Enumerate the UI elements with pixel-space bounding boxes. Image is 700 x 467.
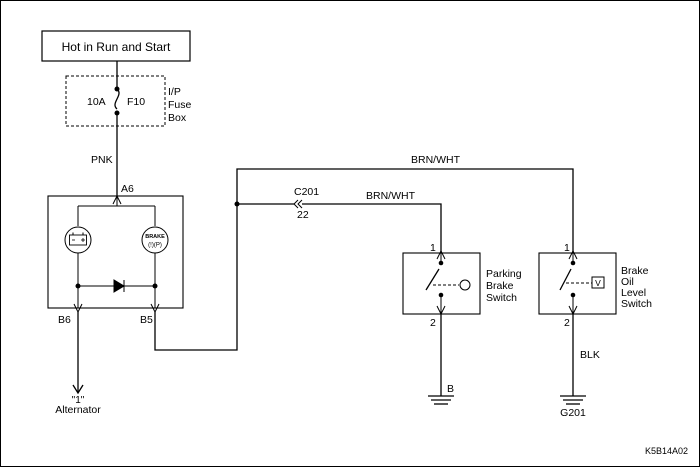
parking-run-wire-color: BRN/WHT bbox=[366, 190, 416, 202]
oil-switch-pin-top: 1 bbox=[564, 242, 570, 254]
fuse-box-label-line2: Fuse bbox=[168, 99, 192, 111]
fuse-rating: 10A bbox=[87, 96, 106, 108]
parking-switch-ground: B bbox=[428, 314, 454, 405]
power-source-label: Hot in Run and Start bbox=[62, 40, 171, 54]
oil-sensor-mark: V bbox=[595, 278, 601, 288]
parking-switch-plunger-icon bbox=[459, 279, 471, 291]
brake-lamp-symbol: (!)(P) bbox=[148, 243, 162, 249]
fuse-box-outline bbox=[65, 75, 166, 127]
fuse-box-label-line1: I/P bbox=[168, 86, 181, 98]
cluster-left-pin: B6 bbox=[58, 314, 71, 326]
parking-ground-label: B bbox=[447, 383, 454, 395]
cluster-input-pin: A6 bbox=[121, 183, 134, 195]
instrument-cluster: A6 BRAKE (!)(P) B6 B5 bbox=[47, 183, 184, 326]
oil-level-sensor-icon bbox=[591, 276, 605, 289]
c201-connector-pin: 22 bbox=[297, 209, 309, 221]
ground-wire-color: BLK bbox=[580, 349, 600, 361]
figure-code: K5B14A02 bbox=[645, 446, 688, 456]
c201-connector-icon bbox=[293, 199, 303, 209]
parking-switch-label-line3: Switch bbox=[486, 292, 517, 304]
parking-switch-pin-bottom: 2 bbox=[430, 317, 436, 329]
battery-warning-lamp-icon bbox=[64, 226, 92, 254]
oil-switch-label-line4: Switch bbox=[621, 298, 652, 310]
parking-switch-pin-top: 1 bbox=[430, 242, 436, 254]
oil-switch-label-line3: Level bbox=[621, 287, 646, 299]
cluster-right-pin: B5 bbox=[140, 314, 153, 326]
top-run-wire-color: BRN/WHT bbox=[411, 154, 461, 166]
oil-switch-pin-bottom: 2 bbox=[564, 317, 570, 329]
power-source: Hot in Run and Start bbox=[41, 30, 191, 62]
parking-brake-switch: 1 2 Parking Brake Switch bbox=[402, 242, 522, 329]
parking-switch-top-connector-icon bbox=[436, 249, 446, 260]
alternator-label: Alternator bbox=[55, 404, 101, 416]
alternator-lead: "1" Alternator bbox=[55, 312, 101, 416]
brake-lamp-text: BRAKE bbox=[145, 234, 165, 240]
fuse-element-icon bbox=[114, 88, 120, 110]
oil-switch-top-connector-icon bbox=[568, 249, 578, 260]
cluster-box bbox=[47, 195, 184, 309]
isolation-diode-icon bbox=[113, 279, 125, 293]
fuse-box: 10A F10 I/P Fuse Box bbox=[65, 61, 192, 127]
feed-wire-color: PNK bbox=[91, 154, 113, 166]
oil-ground-label: G201 bbox=[560, 407, 586, 419]
alternator-arrow-icon bbox=[72, 384, 84, 395]
alternator-ref: "1" bbox=[72, 395, 85, 406]
fuse-id: F10 bbox=[127, 96, 145, 108]
oil-switch-ground: BLK G201 bbox=[560, 314, 600, 419]
oil-level-switch-box bbox=[538, 252, 617, 315]
parking-switch-label-line1: Parking bbox=[486, 268, 522, 280]
oil-switch-label-line2: Oil bbox=[621, 276, 634, 288]
oil-switch-label-line1: Brake bbox=[621, 265, 649, 277]
oil-switch-blade bbox=[559, 268, 572, 291]
parking-switch-blade bbox=[425, 268, 440, 291]
brake-warning-lamp-icon: BRAKE (!)(P) bbox=[141, 226, 169, 254]
ground-symbol-icon bbox=[560, 395, 586, 405]
switch-feed-wiring: BRN/WHT C201 22 BRN/WHT bbox=[154, 154, 574, 351]
power-source-box bbox=[41, 30, 191, 62]
fuse-box-label-line3: Box bbox=[168, 112, 187, 124]
brake-oil-level-switch: V 1 2 Brake Oil Level Switch bbox=[538, 242, 652, 329]
c201-connector-id: C201 bbox=[294, 186, 319, 198]
ground-symbol-icon bbox=[428, 395, 454, 405]
parking-switch-label-line2: Brake bbox=[486, 280, 514, 292]
